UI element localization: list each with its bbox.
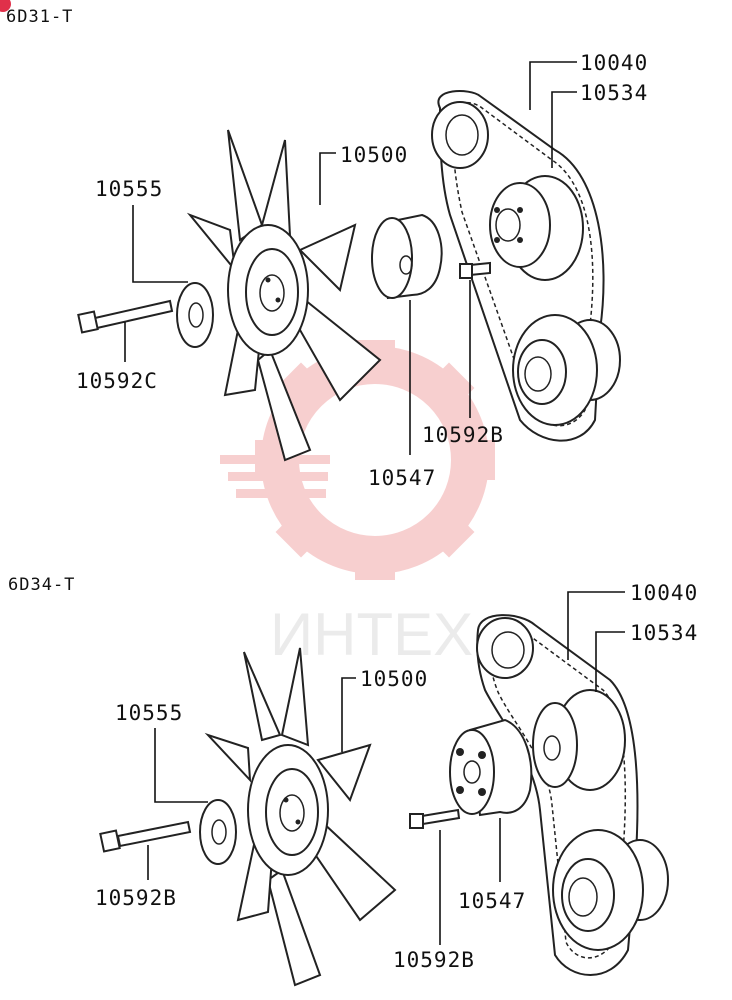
section-6d31t: 6D31-T: [6, 7, 648, 490]
label-pulley: 10534: [630, 621, 698, 645]
long-bolt-icon: [99, 820, 192, 853]
long-bolt-icon: [77, 299, 174, 334]
label-pulley: 10534: [580, 81, 648, 105]
label-fan: 10500: [360, 667, 428, 691]
belt-drive: [476, 614, 669, 976]
crank-pulley-icon: [512, 314, 621, 426]
label-short-bolt: 10592B: [422, 423, 504, 447]
crank-pulley-icon: [552, 829, 669, 951]
spacer-plate-icon: [199, 799, 237, 865]
short-bolt-icon: [459, 261, 491, 279]
spacer-plate-icon: [176, 282, 214, 348]
belt-drive: [431, 90, 621, 442]
idler-pulley-icon: [476, 617, 534, 679]
idler-pulley-icon: [431, 101, 489, 169]
label-belt: 10040: [580, 51, 648, 75]
short-bolt-icon: [409, 808, 461, 829]
corner-badge-icon: [0, 0, 11, 12]
label-spacer: 10547: [458, 889, 526, 913]
label-spacer: 10547: [368, 466, 436, 490]
label-long-bolt: 10592C: [76, 369, 158, 393]
label-fan: 10500: [340, 143, 408, 167]
label-belt: 10040: [630, 581, 698, 605]
engine-header: 6D31-T: [6, 7, 73, 27]
engine-header: 6D34-T: [8, 575, 75, 595]
label-short-bolt: 10592B: [393, 948, 475, 972]
section-6d34t: 6D34-T: [8, 575, 698, 987]
label-spacer-plate: 10555: [95, 177, 163, 201]
watermark: ИНТЕХ: [220, 340, 495, 668]
cooling-fan-icon: [186, 129, 382, 462]
fan-spacer-icon: [371, 213, 443, 300]
label-long-bolt: 10592B: [95, 886, 177, 910]
fan-spacer-icon: [449, 718, 533, 817]
fan-pulley-icon: [489, 175, 584, 281]
fan-pulley-icon: [532, 689, 626, 791]
label-spacer-plate: 10555: [115, 701, 183, 725]
watermark-text: ИНТЕХ: [270, 601, 473, 668]
cooling-fan-icon: [204, 647, 397, 987]
